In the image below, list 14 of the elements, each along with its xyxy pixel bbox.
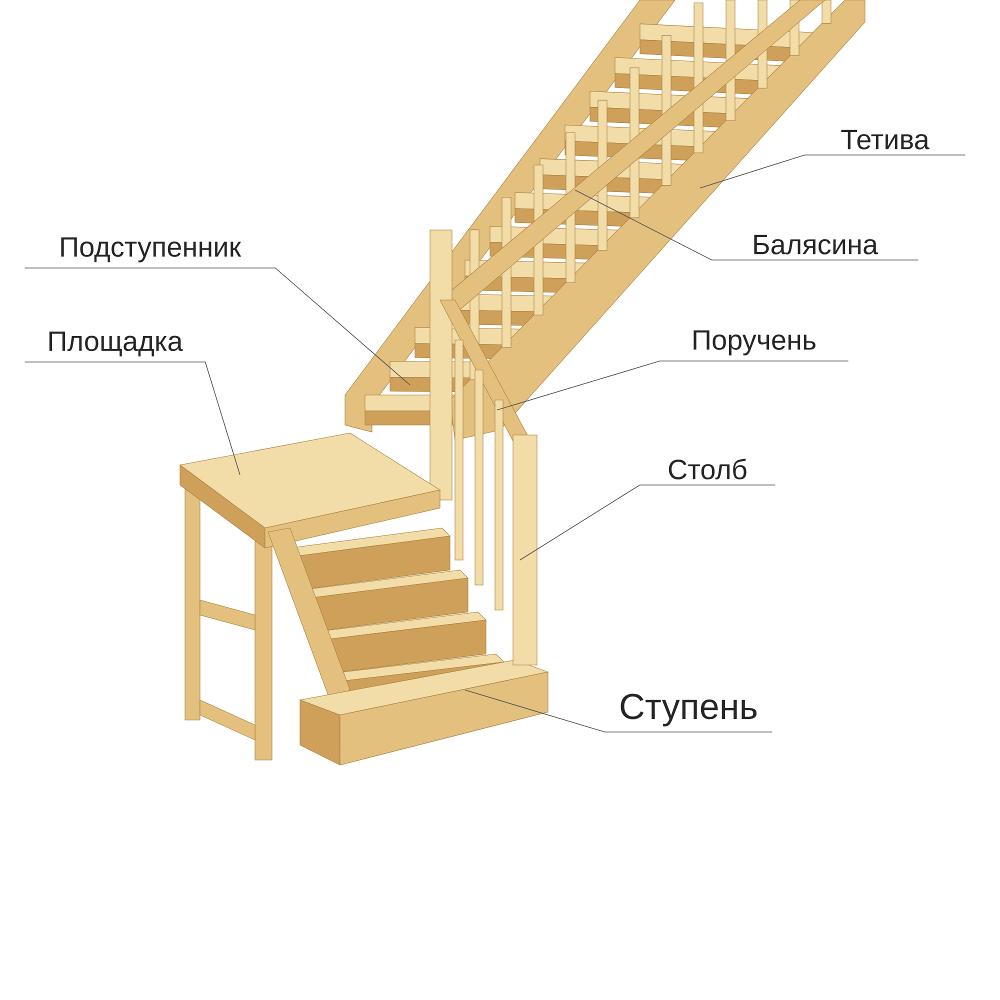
part-label: Тетива xyxy=(841,130,930,150)
part-label: Ступень xyxy=(620,694,757,726)
leader-line xyxy=(24,362,240,476)
leader-line xyxy=(464,690,773,732)
part-label: Столб xyxy=(668,458,746,480)
leader-line xyxy=(496,360,849,410)
part-label: Балясина xyxy=(754,234,878,254)
part-label: Подступенник xyxy=(61,237,242,262)
leader-line xyxy=(574,190,919,260)
leader-line xyxy=(24,268,410,386)
part-label: Поручень xyxy=(694,330,816,356)
leader-line xyxy=(520,484,776,560)
part-label: Площадка xyxy=(49,332,183,356)
leader-line xyxy=(700,154,966,188)
